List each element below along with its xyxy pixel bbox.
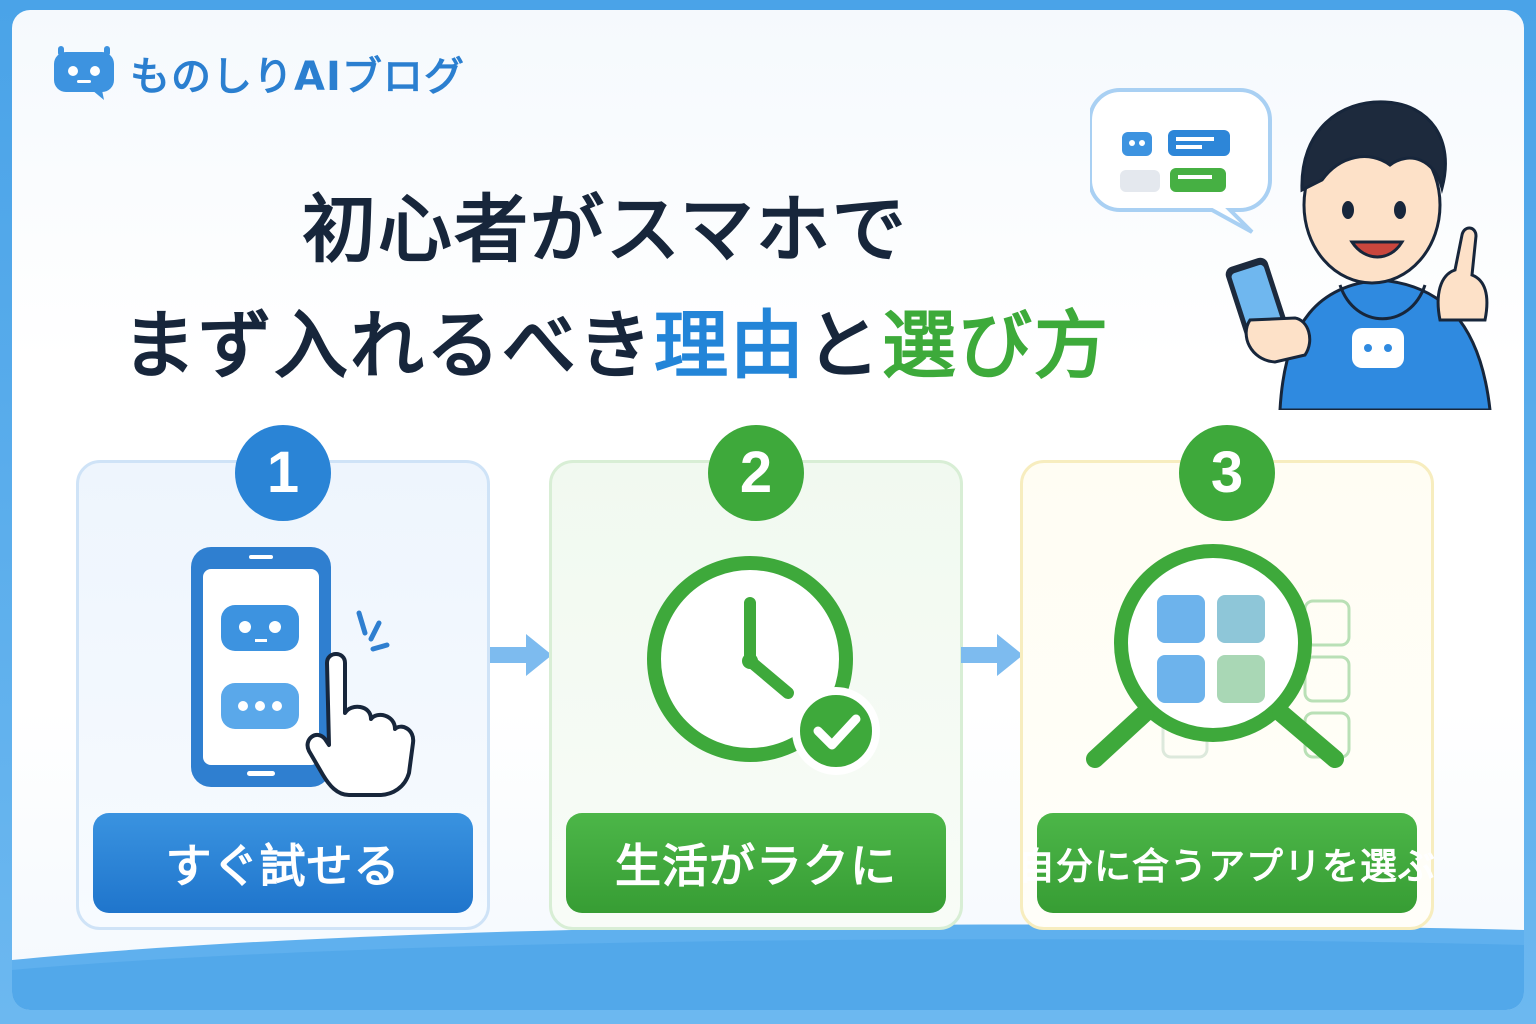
- title-connector: と: [806, 303, 882, 389]
- step-label: すぐ試せる: [93, 813, 473, 913]
- chat-bubble-icon: [1090, 88, 1272, 234]
- robot-chat-icon: [54, 46, 114, 100]
- brand-logo: ものしりAIブログ: [50, 44, 465, 102]
- bottom-wave-decoration: [12, 924, 1524, 1010]
- phone-chat-tap-icon: [191, 547, 416, 797]
- title-highlight-reason: 理由: [654, 303, 806, 389]
- step-card-2: 2 生活がラクに: [549, 425, 963, 930]
- step-number-badge: 1: [235, 425, 331, 521]
- page-title-line-2: まず入れるべき理由と選び方: [122, 286, 1110, 393]
- brand-name: ものしりAIブログ: [130, 54, 465, 100]
- step-label: 自分に合うアプリを選ぶ: [1018, 813, 1435, 913]
- magnifier-apps-icon: [1086, 544, 1351, 768]
- step-label: 生活がラクに: [566, 813, 946, 913]
- arrow-right-icon: [490, 634, 552, 676]
- main-panel: ものしりAIブログ 初心者がスマホで まず入れるべき理由と選び方: [12, 10, 1524, 1010]
- title-highlight-howto: 選び方: [882, 303, 1110, 389]
- arrow-right-icon: [961, 634, 1023, 676]
- boy-with-phone-illustration: [1090, 88, 1492, 410]
- clock-check-icon: [647, 556, 880, 775]
- step-number-badge: 3: [1179, 425, 1275, 521]
- step-card-1: 1 すぐ試せる: [76, 425, 490, 930]
- step-card-3: 3 自分に合うアプリを選ぶ: [1018, 425, 1435, 930]
- title-prefix: まず入れるべき: [122, 303, 654, 389]
- page-title-line-1: 初心者がスマホで: [302, 187, 908, 273]
- step-number-badge: 2: [708, 425, 804, 521]
